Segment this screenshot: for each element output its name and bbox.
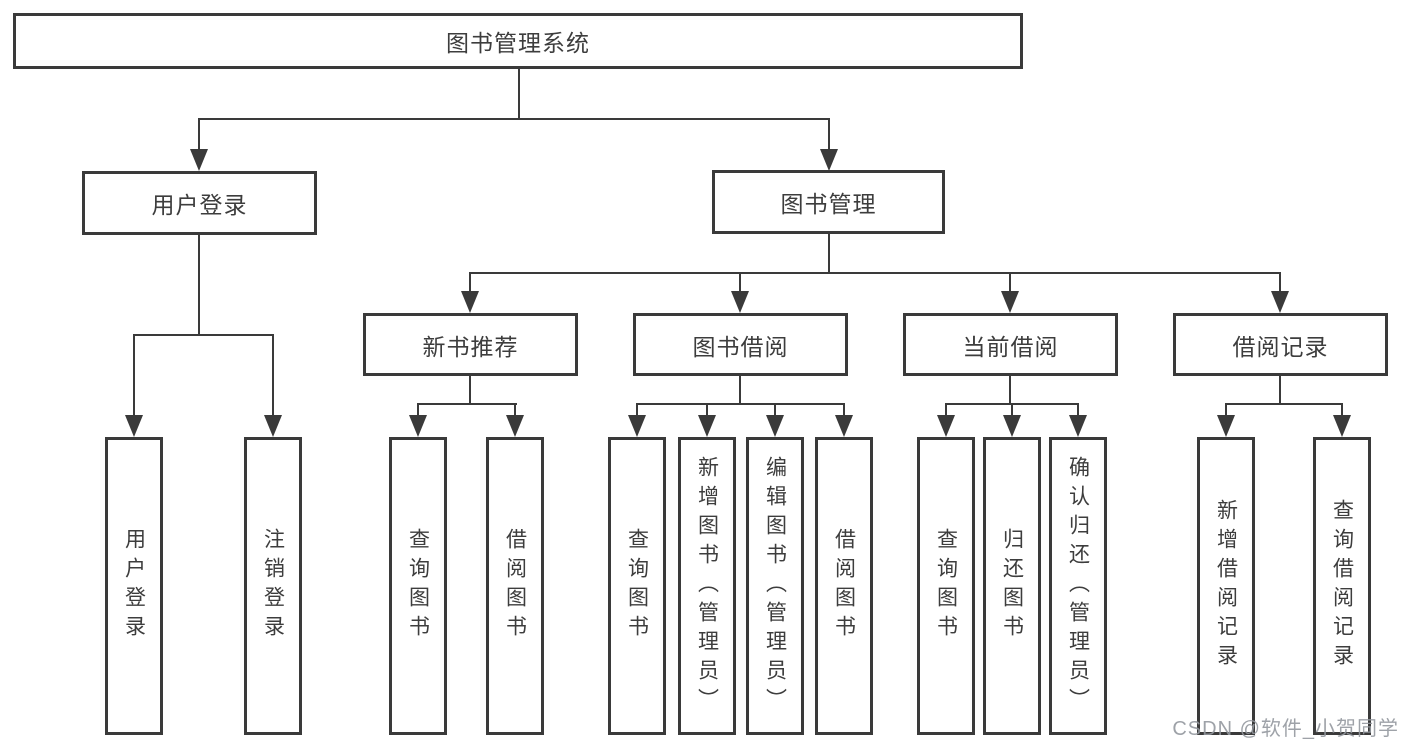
connector-line [739,376,741,405]
arrowhead-icon [506,415,524,437]
connector-line [518,69,520,119]
connector-line [739,272,741,294]
connector-line [1011,403,1013,417]
connector-line [706,403,708,417]
connector-line [828,118,830,151]
leaf-query-books-current: 查询图书 [917,437,975,735]
node-label: 借阅记录 [1232,333,1329,360]
leaf-label: 用户登录 [122,528,146,644]
node-new-book-recommendation: 新书推荐 [363,313,578,376]
leaf-label: 新增图书（管理员） [695,455,719,717]
arrowhead-icon [125,415,143,437]
leaf-logout: 注销登录 [244,437,302,735]
connector-line [417,403,419,417]
arrowhead-icon [409,415,427,437]
leaf-label: 查询图书 [934,528,958,644]
leaf-label: 查询借阅记录 [1330,499,1354,673]
node-borrowing-records: 借阅记录 [1173,313,1388,376]
leaf-query-borrow-record: 查询借阅记录 [1313,437,1371,735]
connector-line [469,272,471,294]
node-book-management: 图书管理 [712,170,945,234]
arrowhead-icon [820,149,838,171]
connector-line [133,334,274,336]
arrowhead-icon [1001,291,1019,313]
connector-line [636,403,845,405]
leaf-label: 归还图书 [1000,528,1024,644]
leaf-borrow-books-borrowing: 借阅图书 [815,437,873,735]
leaf-query-books-recommend: 查询图书 [389,437,447,735]
connector-line [198,118,830,120]
connector-line [945,403,947,417]
node-current-borrowing: 当前借阅 [903,313,1118,376]
arrowhead-icon [1271,291,1289,313]
leaf-add-borrow-record: 新增借阅记录 [1197,437,1255,735]
node-label: 用户登录 [151,192,248,218]
leaf-label: 编辑图书（管理员） [763,455,787,717]
connector-line [828,234,830,274]
connector-line [469,272,1281,274]
connector-line [514,403,516,417]
node-label: 图书管理系统 [446,30,590,56]
connector-line [843,403,845,417]
leaf-label: 确认归还（管理员） [1066,455,1090,717]
csdn-watermark: CSDN @软件_小贺同学 [1172,718,1399,740]
leaf-label: 借阅图书 [503,528,527,644]
connector-line [469,376,471,405]
arrowhead-icon [1217,415,1235,437]
arrowhead-icon [1333,415,1351,437]
leaf-label: 注销登录 [261,528,285,644]
arrowhead-icon [264,415,282,437]
connector-line [1077,403,1079,417]
arrowhead-icon [766,415,784,437]
arrowhead-icon [731,291,749,313]
leaf-label: 查询图书 [625,528,649,644]
node-label: 当前借阅 [962,333,1059,360]
arrowhead-icon [1069,415,1087,437]
node-book-borrowing: 图书借阅 [633,313,848,376]
leaf-label: 借阅图书 [832,528,856,644]
arrowhead-icon [937,415,955,437]
connector-line [774,403,776,417]
leaf-add-book-admin: 新增图书（管理员） [678,437,736,735]
connector-line [1225,403,1343,405]
leaf-confirm-return-admin: 确认归还（管理员） [1049,437,1107,735]
connector-line [198,118,200,151]
leaf-label: 新增借阅记录 [1214,499,1238,673]
leaf-return-book: 归还图书 [983,437,1041,735]
arrowhead-icon [628,415,646,437]
arrowhead-icon [190,149,208,171]
connector-line [636,403,638,417]
connector-line [1341,403,1343,417]
node-library-management-system: 图书管理系统 [13,13,1023,69]
node-label: 新书推荐 [422,333,519,360]
leaf-label: 查询图书 [406,528,430,644]
connector-line [1279,272,1281,294]
connector-line [272,334,274,417]
node-label: 图书借阅 [692,333,789,360]
arrowhead-icon [1003,415,1021,437]
leaf-borrow-books-recommend: 借阅图书 [486,437,544,735]
node-label: 图书管理 [780,191,877,217]
leaf-query-books-borrowing: 查询图书 [608,437,666,735]
connector-line [1009,272,1011,294]
connector-line [1009,376,1011,405]
arrowhead-icon [835,415,853,437]
connector-line [417,403,517,405]
arrowhead-icon [698,415,716,437]
connector-line [1279,376,1281,405]
leaf-user-login: 用户登录 [105,437,163,735]
connector-line [133,334,135,417]
connector-line [1225,403,1227,417]
node-user-login: 用户登录 [82,171,317,235]
arrowhead-icon [461,291,479,313]
leaf-edit-book-admin: 编辑图书（管理员） [746,437,804,735]
connector-line [198,235,200,336]
